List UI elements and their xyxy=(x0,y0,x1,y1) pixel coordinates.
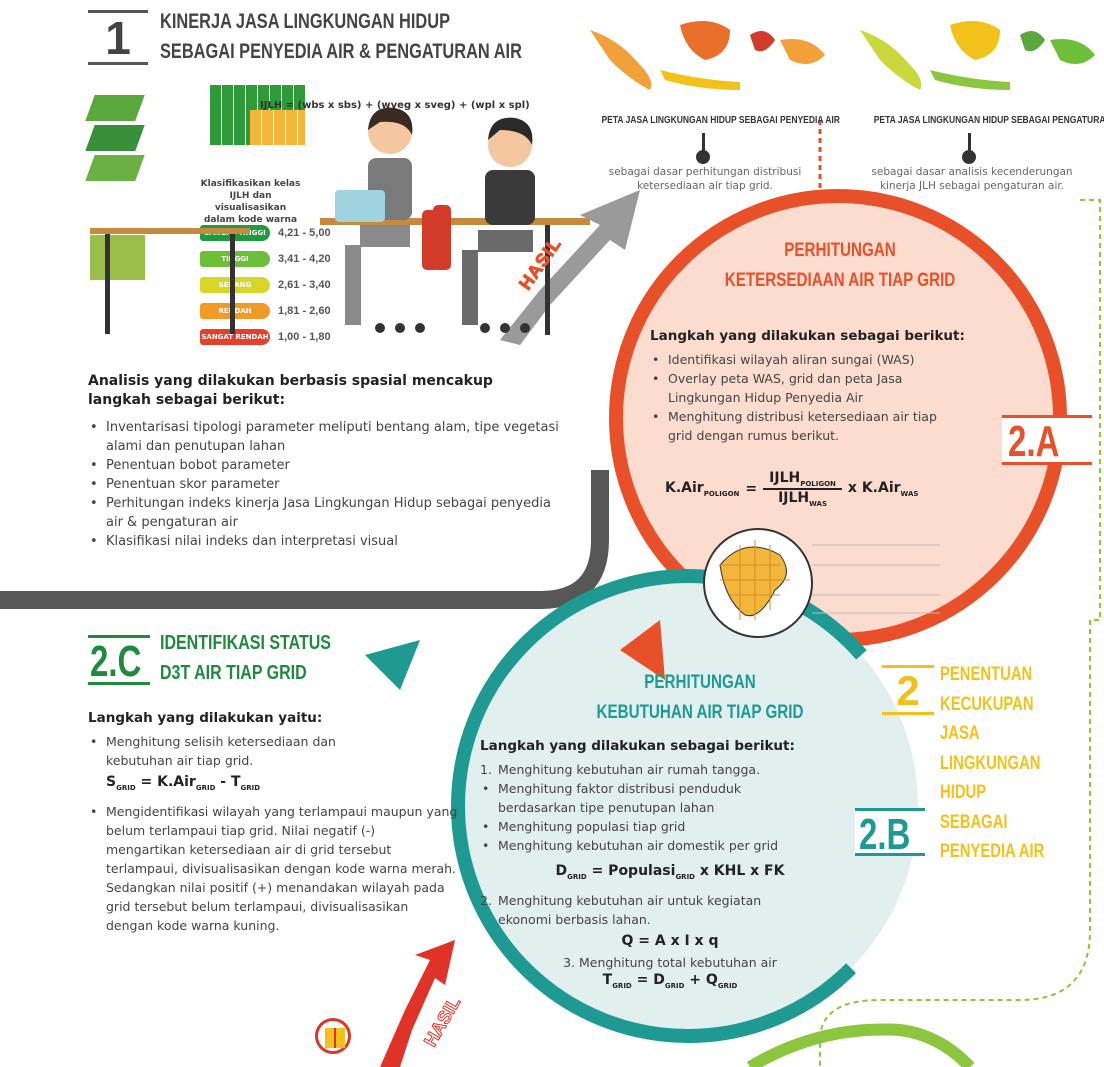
section1-title-line2: SEBAGAI PENYEDIA AIR & PENGATURAN AIR xyxy=(160,40,522,63)
section2b-formula-d: DGRID = PopulasiGRID x KHL x FK xyxy=(555,863,785,881)
section2-title-line: JASA xyxy=(940,723,980,744)
list-item: Inventarisasi tipologi parameter meliput… xyxy=(88,418,570,456)
watershed-magnifier-illustration xyxy=(703,528,940,638)
section1-title-line1: KINERJA JASA LINGKUNGAN HIDUP xyxy=(160,10,451,33)
grid-status-icon xyxy=(315,1018,351,1054)
section2a-title-line2: KETERSEDIAAN AIR TIAP GRID xyxy=(724,270,956,291)
section2b-title: PERHITUNGAN KEBUTUHAN AIR TIAP GRID xyxy=(570,672,830,724)
section2b-formula-q: Q = A x I x q xyxy=(621,932,719,949)
section2b-intro: Langkah yang dilakukan sebagai berikut: xyxy=(480,738,795,754)
section2a-tag: 2.A xyxy=(1008,417,1060,466)
legend-range: 1,00 - 1,80 xyxy=(278,331,331,343)
list-item: Perhitungan indeks kinerja Jasa Lingkung… xyxy=(88,494,570,532)
section2-title-line: PENENTUAN xyxy=(940,664,1033,685)
section2-title-line: SEBAGAI xyxy=(940,811,1008,833)
red-hasil-arrow xyxy=(380,940,455,1067)
section2b-sub-bullets: Menghitung faktor distribusi penduduk be… xyxy=(480,779,860,855)
section2-title: PENENTUAN KECUKUPAN JASA LINGKUNGAN HIDU… xyxy=(940,660,1044,867)
section2c-title-line1: IDENTIFIKASI STATUS xyxy=(160,632,331,654)
section2b-formula-t: TGRID = DGRID + QGRID xyxy=(602,971,738,990)
list-item: Menghitung distribusi ketersediaan air t… xyxy=(650,407,950,445)
section2a-intro: Langkah yang dilakukan sebagai berikut: xyxy=(650,328,965,344)
map-right-desc: sebagai dasar analisis kecenderungan kin… xyxy=(871,166,1073,192)
ijlh-formula: IJLH = (wbs x sbs) + (wveg x sveg) + (wp… xyxy=(260,100,530,111)
green-bottom-arc xyxy=(746,1023,975,1067)
legend-range: 2,61 - 3,40 xyxy=(278,279,331,291)
list-item: Penentuan bobot parameter xyxy=(88,456,570,475)
section2c-title-line2: D3T AIR TIAP GRID xyxy=(160,662,307,684)
legend-range: 3,41 - 4,20 xyxy=(278,253,331,265)
indonesia-map-regulation xyxy=(860,21,1095,90)
section2c-tag-box: 2.C xyxy=(88,635,150,685)
section2c-bullet-list: Menghitung selisih ketersediaan dan kebu… xyxy=(88,732,458,770)
section2-title-line: KECUKUPAN xyxy=(940,693,1034,715)
section2-title-line: PENYEDIA AIR xyxy=(940,841,1045,862)
legend-range: 1,81 - 2,60 xyxy=(278,305,331,317)
layers-illustration xyxy=(85,95,145,280)
map-right-caption: PETA JASA LINGKUNGAN HIDUP SEBAGAI PENGA… xyxy=(873,115,1104,126)
formula-lhs: K.AirPOLIGON xyxy=(665,479,740,498)
section2a-tag-box: 2.A xyxy=(1002,415,1092,465)
list-item: Menghitung populasi tiap grid xyxy=(480,817,860,836)
legend-item: SANGAT RENDAH 1,00 - 1,80 xyxy=(200,329,331,345)
section2b-tag-box: 2.B xyxy=(855,808,925,859)
classification-title: Klasifikasikan kelas IJLH dan visualisas… xyxy=(200,179,301,225)
green-dashed-line xyxy=(819,199,1101,1067)
map-left-connector xyxy=(702,133,705,153)
gray-connector-path xyxy=(0,470,609,609)
teal-arrow-head xyxy=(365,640,420,690)
map-right-connector xyxy=(968,133,971,153)
section2c-tag: 2.C xyxy=(90,637,142,686)
section2b-item1: Menghitung kebutuhan air rumah tangga. xyxy=(498,762,761,777)
section2-number: 2 xyxy=(882,665,934,715)
map-left-desc: sebagai dasar perhitungan distribusi ket… xyxy=(608,166,802,192)
section2c-formula-s: SGRID = K.AirGRID - TGRID xyxy=(106,774,261,792)
list-item: Menghitung kebutuhan air domestik per gr… xyxy=(480,836,860,855)
map-left-dot xyxy=(696,150,710,164)
section1-intro: Analisis yang dilakukan berbasis spasial… xyxy=(88,373,493,408)
list-item: Klasifikasi nilai indeks dan interpretas… xyxy=(88,532,570,551)
map-right-dot xyxy=(962,150,976,164)
section2b-body: 1.Menghitung kebutuhan air rumah tangga.… xyxy=(480,760,860,990)
orange-arrow-head xyxy=(620,620,665,680)
list-item: Menghitung faktor distribusi penduduk be… xyxy=(480,779,810,817)
office-people-illustration xyxy=(90,107,590,335)
list-item: Mengidentifikasi wilayah yang terlampaui… xyxy=(88,802,458,935)
list-item: Penentuan skor parameter xyxy=(88,475,570,494)
section2b-item3: 3. Menghitung total kebutuhan air xyxy=(563,954,777,970)
list-item: Identifikasi wilayah aliran sungai (WAS) xyxy=(650,350,980,369)
section2a-title: PERHITUNGAN KETERSEDIAAN AIR TIAP GRID xyxy=(690,240,990,292)
gray-hasil-arrow xyxy=(500,190,640,345)
indonesia-map-supply xyxy=(590,21,825,90)
list-item: Menghitung selisih ketersediaan dan kebu… xyxy=(88,732,388,770)
section2b-title-line2: KEBUTUHAN AIR TIAP GRID xyxy=(596,702,804,723)
section2-title-line: LINGKUNGAN xyxy=(940,752,1041,774)
section2b-item2: Menghitung kebutuhan air untuk kegiatan … xyxy=(498,892,762,927)
list-item: Overlay peta WAS, grid dan peta Jasa Lin… xyxy=(650,369,950,407)
grid-illustration xyxy=(210,85,305,145)
section2b-title-line1: PERHITUNGAN xyxy=(644,672,756,693)
section2a-title-line1: PERHITUNGAN xyxy=(784,240,896,261)
section2-title-line: HIDUP xyxy=(940,782,987,803)
section2a-formula: K.AirPOLIGON = IJLHPOLIGON IJLHWAS x K.A… xyxy=(665,470,919,508)
section2c-body: Menghitung selisih ketersediaan dan kebu… xyxy=(88,732,458,935)
section1-bullet-list: Inventarisasi tipologi parameter meliput… xyxy=(88,418,570,551)
section2a-bullet-list: Identifikasi wilayah aliran sungai (WAS)… xyxy=(650,350,980,445)
map-left-caption: PETA JASA LINGKUNGAN HIDUP SEBAGAI PENYE… xyxy=(601,115,840,126)
legend-bar: SANGAT RENDAH xyxy=(200,329,270,345)
section1-number: 1 xyxy=(88,10,148,65)
section2c-intro: Langkah yang dilakukan yaitu: xyxy=(88,710,323,726)
legend-range: 4,21 - 5,00 xyxy=(278,227,331,239)
section2b-tag: 2.B xyxy=(859,810,911,859)
